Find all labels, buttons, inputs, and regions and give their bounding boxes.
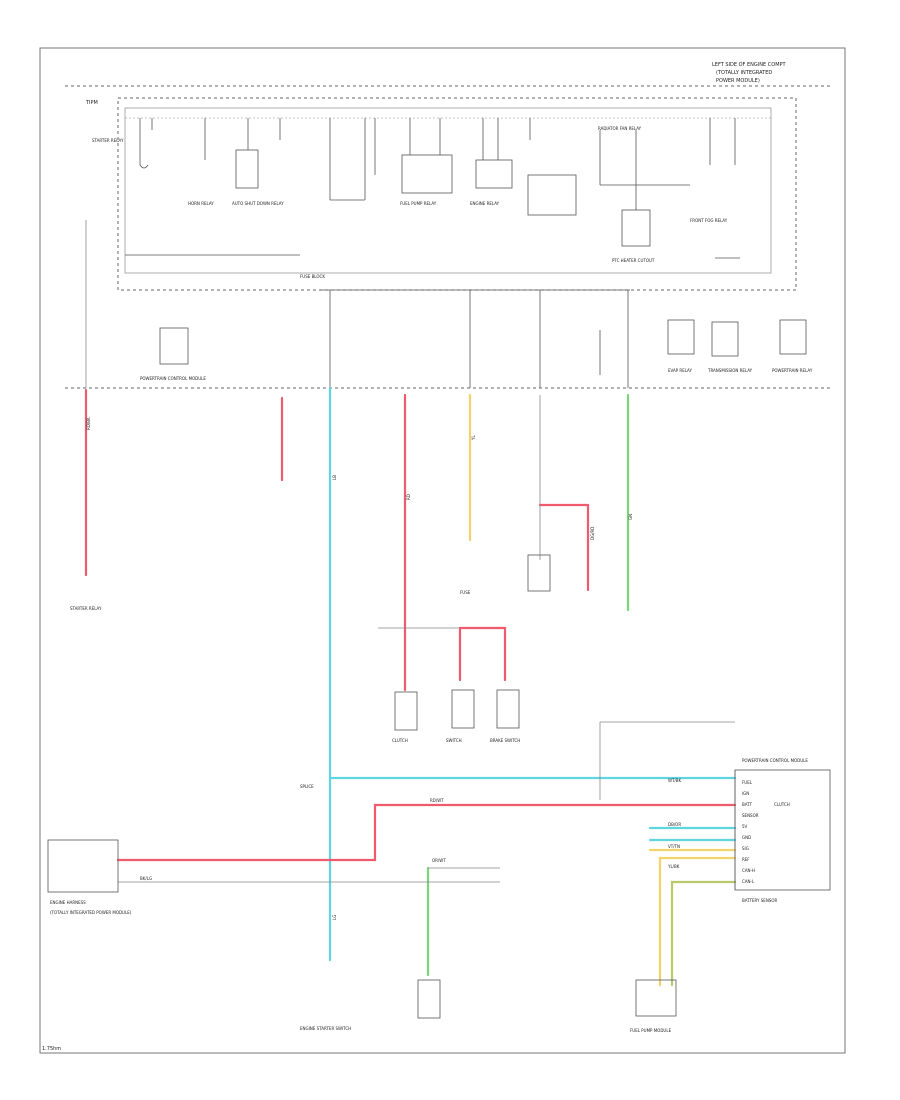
- header-title-2: (TOTALLY INTEGRATED: [716, 70, 772, 76]
- bottom-component-label: ENGINE STARTER SWITCH: [300, 1026, 351, 1031]
- wires: [84, 386, 737, 987]
- bottom-component-label: SWITCH: [446, 738, 462, 743]
- wire-code: BK/LG: [140, 876, 152, 881]
- header-title-1: LEFT SIDE OF ENGINE COMPT: [712, 62, 787, 68]
- left-connector-name: ENGINE HARNESS: [50, 900, 86, 905]
- row-components: [159, 289, 807, 388]
- wire-code: GN: [628, 514, 633, 520]
- right-pins: FUEL IGN BATT SENSOR 5V GND SIG REF CAN-…: [742, 780, 790, 884]
- wire-code: WT/BK: [668, 778, 681, 783]
- thin-lines: [85, 220, 736, 890]
- wire-code: DB/OR: [668, 822, 681, 827]
- tipm-name: TIPM: [85, 100, 98, 106]
- row-component-label: POWERTRAIN RELAY: [772, 368, 813, 373]
- footer-code: 1.75hm: [42, 1046, 61, 1052]
- tipm-relay-label: PTC HEATER CUTOUT: [612, 258, 655, 263]
- tipm-relay-label: AUTO SHUT DOWN RELAY: [232, 201, 284, 206]
- wire-code: LG: [332, 915, 337, 920]
- pin-label: REF: [742, 857, 750, 862]
- header-title-3: POWER MODULE): [716, 78, 760, 84]
- tipm-relay-label: FRONT FOG RELAY: [690, 218, 728, 223]
- pin-label: CLUTCH: [774, 802, 790, 807]
- row-component-label: FUSE BLOCK: [300, 274, 325, 279]
- pin-label: 5V: [742, 824, 748, 829]
- bottom-component-label: BRAKE SWITCH: [490, 738, 520, 743]
- tipm-relay-label: RADIATOR FAN RELAY: [598, 126, 642, 131]
- bottom-component-label: CLUTCH: [392, 738, 408, 743]
- pin-label: CAN-H: [742, 868, 755, 873]
- pin-label: SENSOR: [742, 813, 759, 818]
- left-connector-note: (TOTALLY INTEGRATED POWER MODULE): [50, 910, 132, 915]
- row-component-label: POWERTRAIN CONTROL MODULE: [140, 376, 206, 381]
- fuse-node-label: FUSE: [460, 590, 471, 595]
- wire-code: RD: [406, 494, 411, 500]
- junction-label: SPLICE: [300, 784, 314, 789]
- pin-label: CAN-L: [742, 879, 755, 884]
- pin-label: GND: [742, 835, 751, 840]
- row-component-label: EVAP RELAY: [668, 368, 692, 373]
- tipm-relay-label: STARTER RELAY: [92, 138, 124, 143]
- wire-code: OR/WT: [432, 858, 446, 863]
- diagram-frame: [39, 47, 846, 1054]
- bottom-component-boxes: [47, 554, 831, 1019]
- wire-code-labels: RD/BK LB RD YL GN DG/RD LG RD/WT BK/LG W…: [86, 417, 681, 920]
- wire-code: VT/TN: [668, 844, 680, 849]
- pin-label: SIG: [742, 846, 749, 851]
- tipm-module: TIPM: [65, 85, 830, 291]
- bottom-right-note: BATTERY SENSOR: [742, 898, 777, 903]
- bottom-component-label: STARTER RELAY: [70, 606, 102, 611]
- row-component-label: TRANSMISSION RELAY: [707, 368, 753, 373]
- wire-code: RD/BK: [86, 417, 91, 430]
- wire-red: [116, 803, 737, 862]
- wire-yellow: [658, 856, 737, 987]
- wire-code: DG/RD: [590, 527, 595, 540]
- wire-code: YL: [471, 435, 476, 441]
- tipm-relay-label: HORN RELAY: [188, 201, 214, 206]
- wire-code: RD/WT: [430, 798, 444, 803]
- wire-code: LB: [332, 475, 337, 480]
- bottom-component-label: FUEL PUMP MODULE: [630, 1028, 672, 1033]
- tipm-relay-label: ENGINE RELAY: [470, 201, 500, 206]
- pin-label: IGN: [742, 791, 749, 796]
- right-module-name: POWERTRAIN CONTROL MODULE: [742, 758, 808, 763]
- tipm-relay-label: FUEL PUMP RELAY: [400, 201, 437, 206]
- wire-olive: [670, 880, 737, 987]
- wire-code: YL/BK: [667, 864, 680, 869]
- pin-label: FUEL: [742, 780, 753, 785]
- pin-label: BATT: [742, 802, 753, 807]
